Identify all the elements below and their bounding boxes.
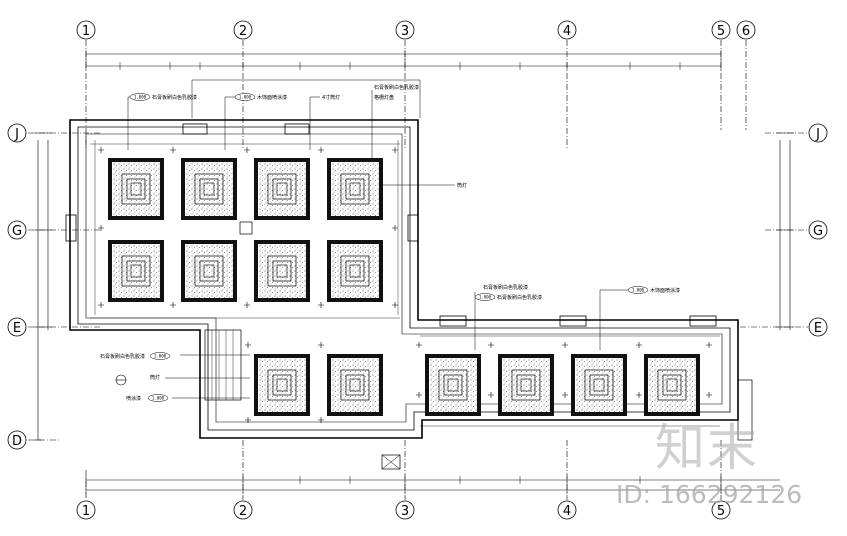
note-wood-veneer: 木饰面喷涂漆 [257, 94, 287, 101]
note-downlight: 4寸筒灯 [322, 94, 340, 101]
ceiling-panel [253, 239, 311, 303]
ceiling-panel [497, 353, 555, 417]
left-axis-bubbles [7, 123, 27, 450]
note-spray-paint: 喷涂漆 [126, 395, 141, 402]
tag-label: 1.000 [152, 396, 165, 401]
ceiling-panel [424, 353, 482, 417]
ceiling-panel [107, 239, 165, 303]
left-axis-grid [28, 132, 100, 441]
axis-top-4: 4 [563, 24, 571, 39]
annotation-tags [129, 93, 649, 402]
ceiling-panel [180, 157, 238, 221]
axis-bottom-3: 3 [401, 504, 409, 519]
ceiling-panel [326, 239, 384, 303]
ceiling-panel [326, 157, 384, 221]
axis-row-J-right: J [815, 127, 820, 142]
axis-top-2: 2 [239, 24, 247, 39]
downlights [98, 147, 712, 423]
right-axis-bubbles [808, 123, 828, 337]
tag-label: 1.000 [479, 295, 492, 300]
axis-top-3: 3 [401, 24, 409, 39]
note-stone-white-mid-2: 石膏板刷白色乳胶漆 [497, 294, 542, 301]
watermark-logo: 知末 [655, 419, 759, 477]
ceiling-panel [570, 353, 628, 417]
note-stone-white-left: 石膏板刷白色乳胶漆 [100, 353, 145, 360]
note-wood-veneer-right: 木饰面喷涂漆 [650, 287, 680, 294]
watermark-id: ID: 166292126 [616, 480, 803, 509]
axis-bottom-5: 5 [717, 504, 725, 519]
ceiling-panel [326, 353, 384, 417]
tag-label: 1.000 [239, 95, 252, 100]
section-marker [115, 374, 127, 386]
ceiling-panel [107, 157, 165, 221]
tag-label: 1.000 [632, 288, 645, 293]
axis-top-1: 1 [82, 24, 90, 39]
right-axis-grid [740, 132, 808, 330]
leaders [127, 79, 630, 399]
note-stone-white-mid: 石膏板刷白色乳胶漆 [483, 284, 528, 291]
note-stone-white-line-2: 石膏板刷白色乳胶漆 [374, 84, 419, 91]
axis-row-E-left: E [13, 321, 21, 336]
axis-row-G-left: G [12, 224, 22, 239]
ceiling-panel [180, 239, 238, 303]
axis-row-D-left: D [12, 434, 22, 449]
bottom-dimension-lines [85, 476, 780, 494]
axis-row-G-right: G [813, 224, 823, 239]
note-grille-light: 格栅灯盘 [374, 94, 394, 101]
note-downlight-2: 筒灯 [457, 182, 467, 189]
note-downlight-left: 筒灯 [150, 374, 160, 381]
top-axis-bubbles [76, 20, 756, 40]
note-stone-white-line: 石膏板刷白色乳胶漆 [152, 94, 197, 101]
building-outline [65, 119, 753, 470]
axis-top-5: 5 [717, 24, 725, 39]
tag-label: 1.000 [134, 95, 147, 100]
ceiling-panel [643, 353, 701, 417]
ceiling-panel [253, 353, 311, 417]
ceiling-panel [253, 157, 311, 221]
axis-bottom-4: 4 [563, 504, 571, 519]
axis-bottom-2: 2 [239, 504, 247, 519]
axis-bottom-1: 1 [82, 504, 90, 519]
axis-top-6: 6 [742, 24, 750, 39]
bottom-axis-bubbles [76, 500, 731, 520]
ceiling-panels [107, 157, 701, 417]
inner-dimensions [90, 140, 720, 427]
axis-row-E-right: E [814, 321, 822, 336]
top-dimension-lines [85, 50, 722, 70]
axis-row-J-left: J [14, 127, 19, 142]
tag-label: 1.000 [154, 354, 167, 359]
